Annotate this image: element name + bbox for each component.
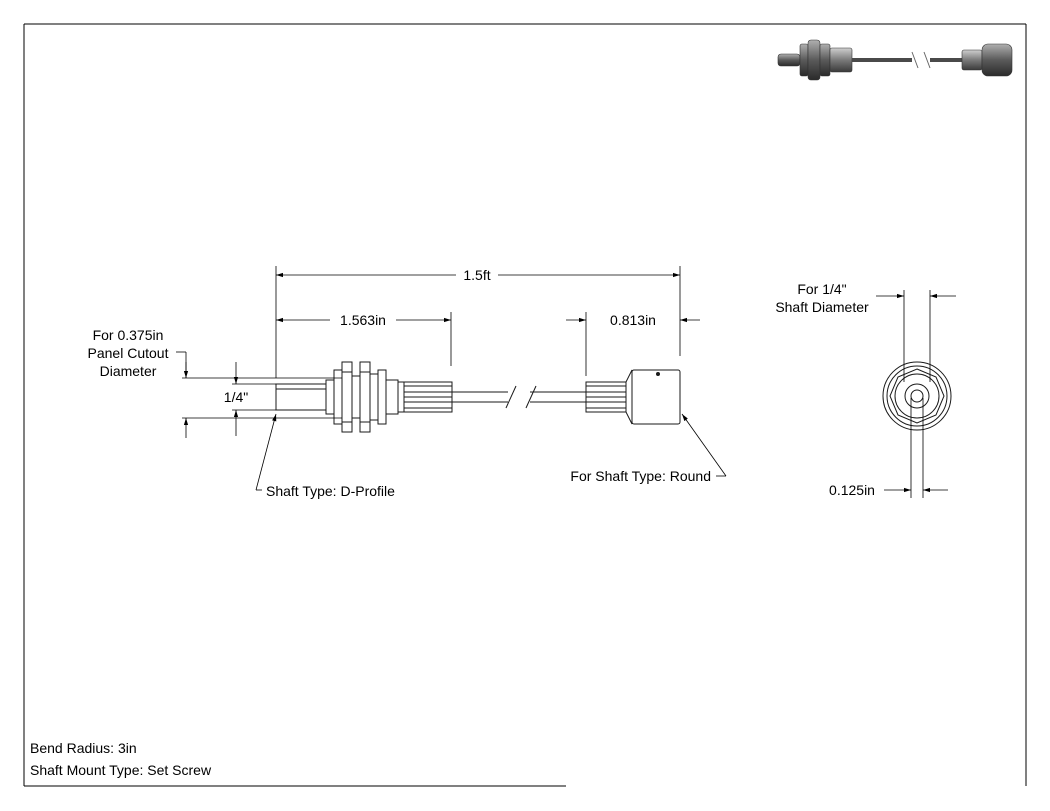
shaft-diameter-label-line2: Shaft Diameter bbox=[775, 299, 869, 315]
shaft-end-length-label: 1.563in bbox=[340, 312, 386, 328]
knob-shaft-type-callout: For Shaft Type: Round bbox=[570, 468, 711, 484]
bore-diameter-label: 0.125in bbox=[829, 482, 875, 498]
thumbnail-3d-view bbox=[777, 39, 1013, 81]
end-view-dimensions bbox=[876, 290, 956, 498]
overall-length-label: 1.5ft bbox=[463, 267, 490, 283]
shaft-diameter-label-line1: For 1/4" bbox=[797, 281, 846, 297]
shaft-type-callout: Shaft Type: D-Profile bbox=[266, 483, 395, 499]
shaft-width-label: 1/4" bbox=[224, 389, 248, 405]
bend-radius-note: Bend Radius: 3in bbox=[30, 740, 137, 756]
side-view-dimensions bbox=[176, 266, 727, 491]
end-view-part bbox=[882, 361, 952, 431]
panel-cutout-label-line3: Diameter bbox=[100, 363, 157, 379]
panel-cutout-label-line1: For 0.375in bbox=[93, 327, 164, 343]
panel-cutout-label-line2: Panel Cutout bbox=[88, 345, 169, 361]
sheet-border bbox=[23, 23, 1027, 787]
knob-end-length-label: 0.813in bbox=[610, 312, 656, 328]
shaft-mount-type-note: Shaft Mount Type: Set Screw bbox=[30, 762, 212, 778]
side-view-part bbox=[275, 361, 681, 433]
